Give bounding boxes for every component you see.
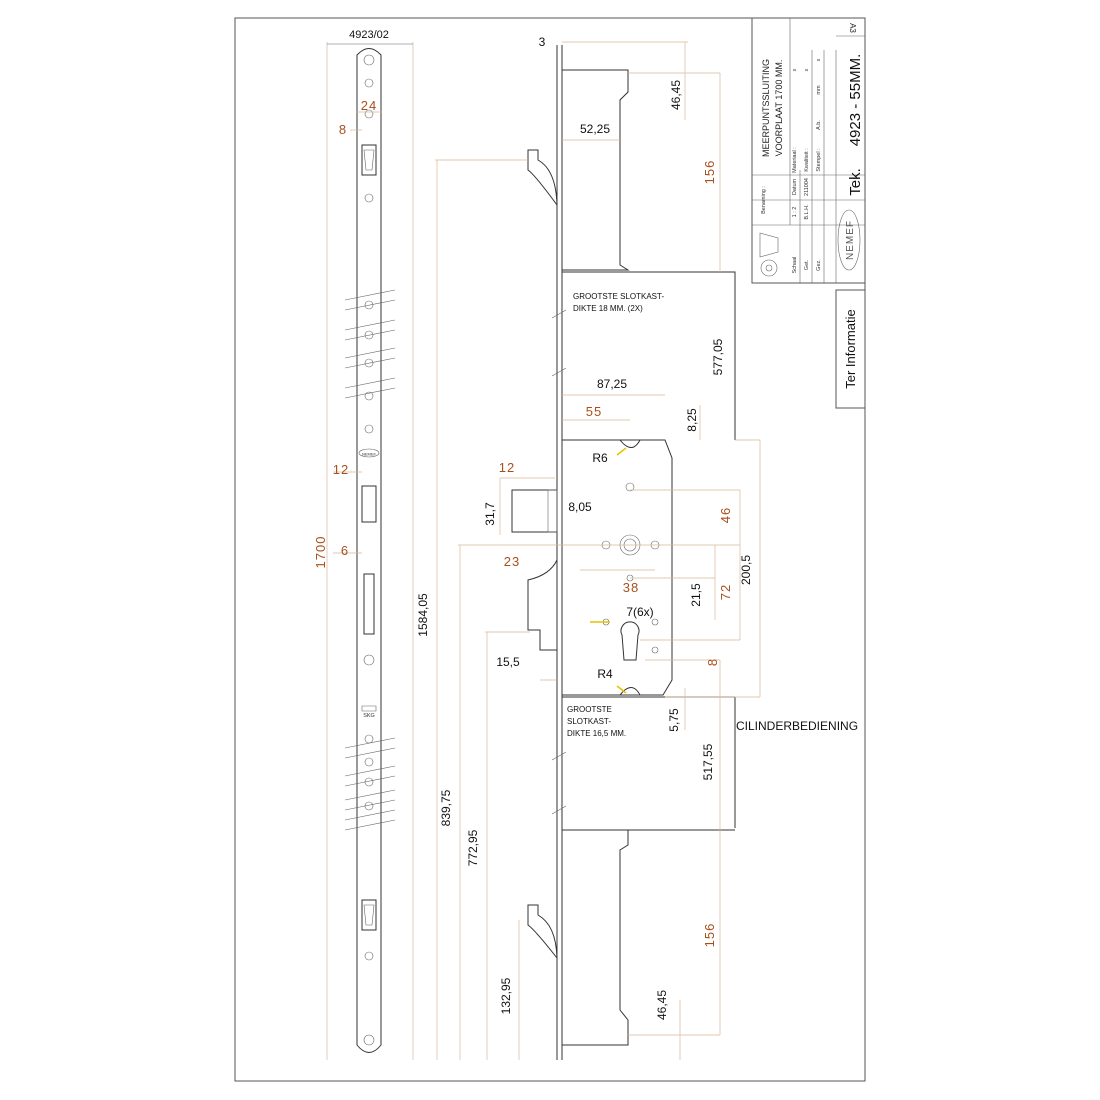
dim-r6: R6 — [592, 451, 608, 465]
drawing-number: 4923 - 55MM. — [847, 54, 864, 147]
dim-8: 8 — [705, 658, 720, 666]
schaal-value: 1 : 2 — [792, 207, 798, 218]
dim-517-55: 517,55 — [701, 743, 715, 780]
dim-5-75: 5,75 — [667, 708, 681, 732]
company-logo: NEMEF — [845, 220, 856, 260]
sheet-size: A3 — [848, 23, 857, 33]
materiaal-value: x — [792, 68, 798, 71]
part-number-label: 4923/02 — [349, 29, 389, 41]
dim-839-75: 839,75 — [439, 789, 453, 826]
dim-156-bottom: 156 — [702, 923, 717, 948]
gecz-label: Gez. — [816, 259, 822, 271]
mm-value: mm — [816, 85, 822, 95]
plate-logo-text: NEMEF — [362, 452, 377, 457]
note-gearbox-upper-1: GROOTSTE SLOTKAST- — [573, 292, 664, 301]
dim-772-95: 772,95 — [466, 829, 480, 866]
dim-hook-offset: 8 — [339, 122, 347, 137]
tek-label: Tek. — [847, 168, 864, 196]
dim-8-25: 8,25 — [685, 408, 699, 432]
dim-plate-width: 24 — [361, 98, 377, 113]
sheet-border — [234, 17, 866, 1082]
benaming-label: Benaming : — [761, 186, 767, 214]
title-block: A3 MEERPUNTSSLUITING VOORPLAAT 1700 MM. … — [751, 17, 866, 409]
stempel-value: x — [816, 58, 822, 61]
schaal-label: Schaal — [792, 257, 798, 274]
geti-value: B.L.H. — [804, 204, 810, 220]
dim-55: 55 — [586, 404, 602, 419]
dim-87-25: 87,25 — [597, 377, 627, 391]
datum-label: Datum — [792, 178, 798, 195]
title-description-1: MEERPUNTSSLUITING — [761, 59, 771, 157]
stempel-label: Stempel : — [816, 148, 822, 172]
dim-31-7: 31,7 — [483, 502, 497, 526]
plate-stamp-text: SKG — [363, 713, 375, 719]
dim-52-25: 52,25 — [580, 122, 610, 136]
dim-1584-05: 1584,05 — [416, 593, 430, 637]
dim-21-5: 21,5 — [689, 583, 703, 607]
geti-label: Get. — [804, 259, 810, 270]
datum-value: 211004 — [804, 178, 810, 196]
dim-15-5: 15,5 — [496, 655, 520, 669]
note-gearbox-upper-2: DIKTE 18 MM. (2X) — [573, 304, 643, 313]
dim-132-95: 132,95 — [499, 977, 513, 1014]
faceplate-view: 4923/02 — [313, 29, 414, 1060]
afk-value: A.b. — [816, 120, 822, 130]
kwaliteit-label: Kwaliteit : — [804, 148, 810, 172]
dim-7-6x: 7(6x) — [626, 605, 653, 619]
dim-slot-6: 6 — [341, 543, 349, 558]
dim-38: 38 — [623, 580, 639, 595]
dim-46-45-top: 46,45 — [669, 80, 683, 110]
dim-200-5: 200,5 — [739, 555, 753, 585]
projection-symbol — [759, 232, 779, 277]
dim-156-top: 156 — [702, 160, 717, 185]
side-view: 3 46,45 52,25 577,05 87,25 8,25 R6 31,7 … — [416, 35, 858, 1060]
dim-23: 23 — [504, 554, 520, 569]
dim-overall-length: 1700 — [313, 536, 328, 569]
note-gearbox-lower-1: GROOTSTE — [567, 705, 612, 714]
dim-577-05: 577,05 — [711, 338, 725, 375]
dim-46: 46 — [718, 507, 733, 523]
info-stamp: Ter Informatie — [843, 309, 858, 388]
dim-slot-12: 12 — [333, 462, 349, 477]
dim-46-45-bottom: 46,45 — [655, 990, 669, 1020]
dim-12-bolt: 12 — [499, 460, 515, 475]
dim-3: 3 — [539, 35, 546, 49]
title-description-2: VOORPLAAT 1700 MM. — [774, 60, 784, 157]
materiaal-label: Materiaal : — [792, 147, 798, 173]
dim-72: 72 — [718, 584, 733, 600]
dim-8-05: 8,05 — [568, 500, 592, 514]
note-gearbox-lower-3: DIKTE 16,5 MM. — [567, 729, 626, 738]
note-gearbox-lower-2: SLOTKAST- — [567, 717, 611, 726]
kwaliteit-value: x — [804, 68, 810, 71]
dim-r4: R4 — [597, 667, 613, 681]
plate-logo-badge — [358, 448, 380, 458]
note-cylinder-operation: CILINDERBEDIENING — [736, 719, 858, 733]
